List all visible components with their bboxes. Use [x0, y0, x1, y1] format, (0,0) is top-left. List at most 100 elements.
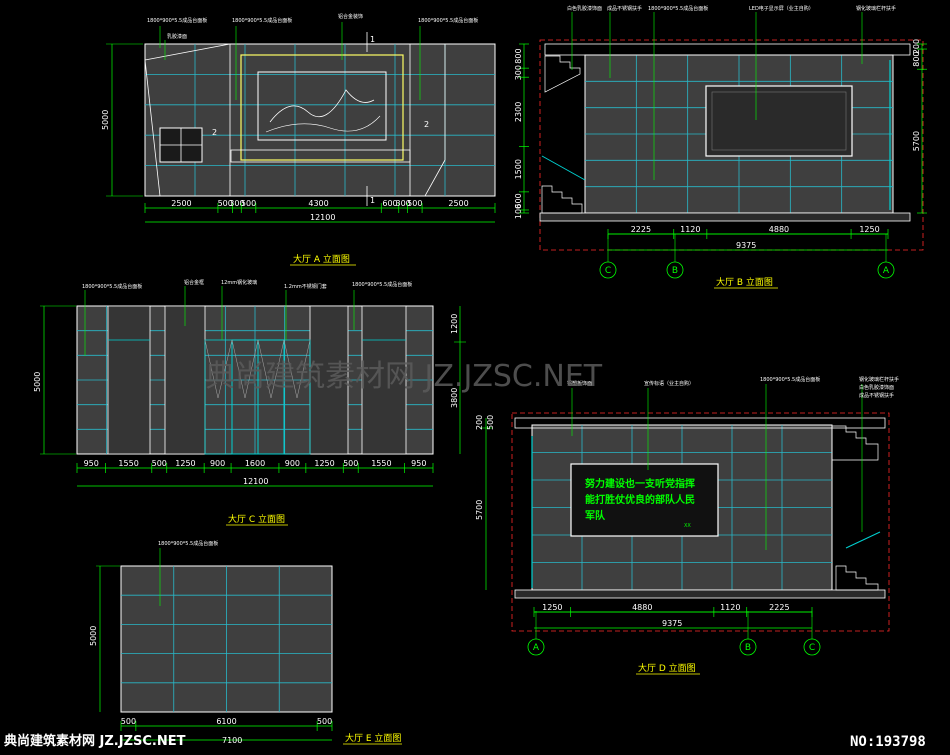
elevation-a-wall: [144, 43, 496, 197]
elevation-d: 努力建设也一支听党指挥 能打胜仗优良的部队人民 军队 XX 铝塑板饰面 宣传标语…: [475, 376, 899, 675]
elevation-c-label: 1800*900*5.5成品台面板: [352, 281, 412, 288]
axis-label: B: [672, 266, 678, 276]
elevation-c-right-dim: 1200: [450, 314, 459, 334]
elevation-d-ceiling-slab: [514, 417, 886, 429]
elevation-d-label: 钢化玻璃栏杆扶手: [859, 376, 899, 383]
elevation-a-skirting: [230, 149, 411, 163]
elevation-d-label: 宣传标语（业主自购）: [644, 380, 694, 387]
elevation-d-lower-stair: [835, 565, 879, 591]
elevation-c-right-dim: 3800: [450, 388, 459, 408]
elevation-e-label: 1800*900*5.5成品台面板: [158, 540, 218, 547]
dimension-value: 5700: [912, 131, 921, 151]
dimension-value: 600: [382, 199, 397, 208]
elevation-c-glass-panel: [309, 305, 349, 455]
watermark: 典尚建筑素材网 JZ.JZSC.NET: [205, 359, 603, 394]
elevation-e-total-dim: 7100: [222, 736, 242, 745]
elevation-a-left-angled-panel: [144, 43, 231, 197]
elevation-d-slogan-sign: XX: [684, 523, 691, 529]
elevation-a-art-curve-2: [265, 115, 381, 133]
dimension-value: 900: [285, 459, 300, 468]
elevation-d-red-frame: [511, 412, 890, 632]
elevation-b-upper-stair: [544, 55, 581, 93]
elevation-a-label: 1800*900*5.5成品台面板: [418, 17, 478, 24]
elevation-d-left-dim: 500: [486, 415, 495, 430]
axis-bubble: [803, 638, 821, 656]
footer-watermark: 典尚建筑素材网 JZ.JZSC.NET: [4, 733, 186, 749]
axis-bubble: [666, 261, 684, 279]
elevation-a-label: 铝合金装饰: [338, 13, 363, 20]
elevation-c-label: 1.2mm不锈钢门套: [284, 283, 327, 290]
elevation-c-glass-panel: [164, 305, 206, 455]
elevation-c-door-swing: [204, 339, 311, 399]
elevation-d-glass-railing: [845, 531, 881, 549]
elevation-b-total-dim: 9375: [736, 241, 756, 250]
elevation-d-slogan-line: 能打胜仗优良的部队人民: [585, 493, 695, 506]
elevation-a-height-dim: 5000: [101, 110, 110, 130]
dimension-value: 2225: [769, 603, 789, 612]
axis-bubble: [527, 638, 545, 656]
elevation-a-label: 乳胶漆面: [167, 33, 187, 40]
dimension-value: 950: [411, 459, 426, 468]
elevation-a-marker: 2: [212, 128, 217, 137]
elevation-b-floor-slab: [539, 212, 911, 222]
elevation-d-left-dim: 5700: [475, 500, 484, 520]
elevation-a: 1 2 1 2 1800*900*5.5成品台面板 1800*900*5.5成品…: [101, 13, 496, 266]
elevation-b-lower-stair: [541, 185, 583, 214]
elevation-d-upper-stair: [831, 425, 879, 461]
elevation-d-slogan-line: 军队: [585, 509, 606, 522]
dimension-value: 300: [514, 65, 523, 80]
dimension-value: 500: [241, 199, 256, 208]
elevation-a-marker: 2: [424, 120, 429, 129]
dimension-value: 1250: [542, 603, 562, 612]
dimension-value: 200: [912, 39, 921, 54]
elevation-a-feature-frame: [240, 54, 404, 161]
elevation-c-label: 铝合金框: [184, 279, 204, 286]
elevation-b-glass-railing: [541, 155, 586, 181]
elevation-a-total-dim: 12100: [310, 213, 335, 222]
dimension-value: 500: [407, 199, 422, 208]
elevation-c-side-door: [204, 339, 233, 455]
elevation-c-label: 1800*900*5.5成品台面板: [82, 283, 142, 290]
elevation-e-title: 大厅 E 立面图: [345, 732, 401, 744]
axis-label: B: [745, 643, 751, 653]
elevation-d-slogan-line: 努力建设也一支听党指挥: [585, 477, 695, 490]
elevation-d-title: 大厅 D 立面图: [638, 662, 696, 674]
elevation-c-side-door: [283, 339, 311, 455]
dimension-value: 500: [343, 459, 358, 468]
elevation-e-height-dim: 5000: [89, 626, 98, 646]
elevation-b-led-screen: [705, 85, 853, 157]
dimension-value: 1600: [245, 459, 265, 468]
dimension-value: 2500: [171, 199, 191, 208]
dimension-value: 2500: [448, 199, 468, 208]
dimension-value: 500: [218, 199, 233, 208]
elevation-a-art-curve: [269, 89, 375, 123]
dimension-value: 300: [229, 199, 244, 208]
elevation-a-label: 1800*900*5.5成品台面板: [232, 17, 292, 24]
elevation-a-marker: 1: [370, 35, 375, 44]
dimension-value: 1120: [680, 225, 700, 234]
elevation-b-label: 1800*900*5.5成品台面板: [648, 5, 708, 12]
dimension-value: 6100: [216, 717, 236, 726]
elevation-d-slogan-board: [570, 463, 719, 537]
elevation-a-right-angled-panel: [409, 43, 446, 197]
dimension-value: 500: [152, 459, 167, 468]
elevation-d-label: 成品不锈钢扶手: [859, 392, 894, 399]
elevation-c-height-dim: 5000: [33, 372, 42, 392]
dimension-value: 600: [514, 193, 523, 208]
elevation-b-title: 大厅 B 立面图: [716, 276, 773, 288]
dimension-value: 950: [84, 459, 99, 468]
elevation-d-floor-slab: [514, 589, 886, 599]
elevation-b-led-screen-inner: [711, 91, 847, 151]
elevation-a-title: 大厅 A 立面图: [293, 253, 350, 265]
elevation-b-ceiling-slab: [544, 43, 911, 56]
axis-bubble: [877, 261, 895, 279]
elevation-c-glass-panel: [107, 305, 151, 455]
elevation-c-title: 大厅 C 立面图: [228, 513, 285, 525]
dimension-value: 1550: [371, 459, 391, 468]
